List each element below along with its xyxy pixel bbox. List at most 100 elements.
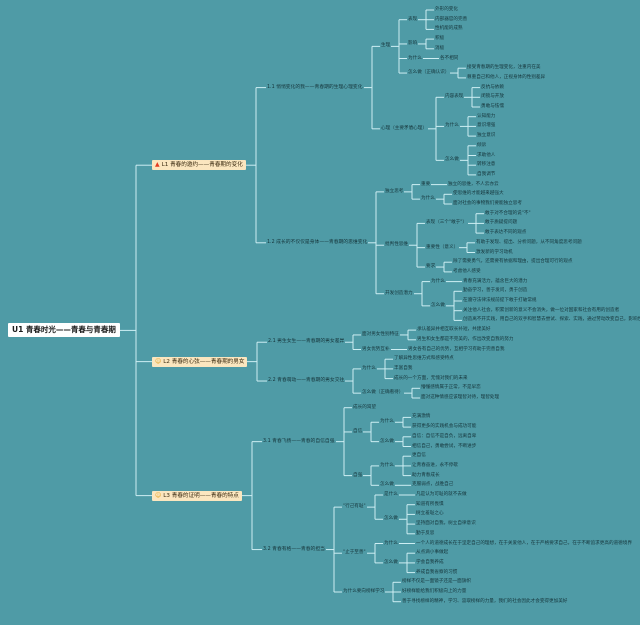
branch-node[interactable]: 生理: [380, 43, 391, 49]
leaf-node[interactable]: 倾诉: [476, 143, 487, 149]
leaf-node[interactable]: 养成自我省察的习惯: [415, 570, 458, 576]
branch-node[interactable]: 男女优势互补: [361, 347, 391, 353]
lesson-node[interactable]: 1.1 悄悄变化的我——青春期的生理心理变化: [266, 85, 364, 91]
leaf-node[interactable]: 求助他人: [476, 153, 496, 159]
leaf-node[interactable]: 独立意识: [476, 133, 496, 139]
branch-node[interactable]: 开发创造潜力: [384, 291, 414, 297]
lesson-node[interactable]: 3.1 青春飞扬——青春的自信自强: [262, 439, 336, 445]
branch-node[interactable]: 怎么做: [383, 516, 399, 522]
leaf-node[interactable]: 承认差异并相互取长补短，共建美好: [416, 327, 492, 333]
leaf-node[interactable]: 使思维的才能越来越强大: [452, 191, 505, 197]
leaf-node[interactable]: 从点滴小事做起: [415, 550, 449, 556]
leaf-node[interactable]: 丰富自我: [393, 366, 413, 372]
branch-node[interactable]: 重要性（意义）: [425, 245, 459, 251]
leaf-node[interactable]: 了解异性思维方式和感受特点: [393, 356, 455, 362]
leaf-node[interactable]: 尊重自己和他人，正视身体的性别差异: [466, 75, 546, 81]
leaf-node[interactable]: 反抗与依赖: [480, 85, 505, 91]
leaf-node[interactable]: 相信自己，勇敢尝试，不断进步: [411, 444, 477, 450]
chapter-node[interactable]: ▲L1 青春的邀约——青春期的变化: [152, 160, 246, 171]
leaf-node[interactable]: 知道有所畏惧: [415, 502, 445, 508]
leaf-node[interactable]: 更自信: [411, 453, 427, 459]
branch-node[interactable]: 为什么: [383, 541, 399, 547]
branch-node[interactable]: 为什么: [444, 123, 460, 129]
branch-node[interactable]: 怎么做: [383, 560, 399, 566]
chapter-node[interactable]: ☺L2 青春的心弦——青春期的男女: [152, 356, 248, 367]
branch-node[interactable]: 表现: [407, 17, 418, 23]
leaf-node[interactable]: 创造离不开实践，用自己的双手和智慧去尝试、探索、实践，通过劳动改变自己，影响世界: [462, 317, 640, 323]
leaf-node[interactable]: 积极: [434, 36, 445, 42]
leaf-node[interactable]: 面对这种情感应该理智对待，理智处理: [420, 395, 500, 401]
branch-node[interactable]: 为什么: [361, 366, 377, 372]
lesson-node[interactable]: 3.2 青春有格——青春的担当: [262, 547, 326, 553]
leaf-node[interactable]: 有助于发现、提出、分析问题，从不同角度思考问题: [475, 240, 583, 246]
branch-node[interactable]: 重要: [420, 182, 431, 188]
leaf-node[interactable]: 认知能力: [476, 114, 496, 120]
leaf-node[interactable]: 助力青春成长: [411, 473, 441, 479]
leaf-node[interactable]: 面对社会的事物我们要能独立思考: [452, 201, 523, 207]
branch-node[interactable]: 为什么: [407, 56, 423, 62]
leaf-node[interactable]: 敢于表达不同的观点: [484, 230, 527, 236]
branch-node[interactable]: 自强: [352, 473, 363, 479]
leaf-node[interactable]: 坚持面对自我，树立自律意识: [415, 521, 477, 527]
branch-node[interactable]: 为什么: [430, 279, 446, 285]
branch-node[interactable]: 怎么做（正确认识）: [407, 70, 450, 76]
leaf-node[interactable]: 获得更多的实践机会与成功可能: [411, 424, 477, 430]
lesson-node[interactable]: 2.2 青春萌动——青春期的男女交往: [267, 378, 345, 384]
branch-node[interactable]: 为什么要向榜样学习: [342, 589, 385, 595]
leaf-node[interactable]: 意识增强: [476, 123, 496, 129]
root-node[interactable]: U1 青春时光——青春与青春期: [8, 323, 120, 338]
branch-node[interactable]: 为什么: [420, 196, 436, 202]
leaf-node[interactable]: 充满激情: [411, 414, 431, 420]
leaf-node[interactable]: 成长的一个方面，无愧对我们的未来: [393, 376, 469, 382]
leaf-node[interactable]: 消极: [434, 46, 445, 52]
chapter-node[interactable]: ☺L3 青春的证明——青春的特点: [152, 490, 242, 501]
branch-node[interactable]: 怎么做: [379, 482, 395, 488]
leaf-node[interactable]: 闭锁与开放: [480, 94, 505, 100]
branch-node[interactable]: 是什么: [383, 492, 399, 498]
branch-node[interactable]: 自信: [352, 429, 363, 435]
leaf-node[interactable]: 让青春奋进，永不停歇: [411, 463, 459, 469]
leaf-node[interactable]: 青春充满活力，蕴含巨大的潜力: [462, 279, 528, 285]
branch-node[interactable]: 独立思考: [384, 189, 404, 195]
branch-node[interactable]: 为什么: [379, 463, 395, 469]
branch-node[interactable]: "止于至善": [342, 550, 367, 556]
leaf-node[interactable]: 学会自我养成: [415, 560, 445, 566]
leaf-node[interactable]: 一个人的道德成长在于坚定自己的理想，在于关爱他人，在于严格要求自己，在于不断追求…: [415, 541, 633, 547]
leaf-node[interactable]: 男生和女生都是不完美的，作出改变自我的努力: [416, 337, 514, 343]
leaf-node[interactable]: 勤于反思: [415, 531, 435, 537]
leaf-node[interactable]: 树立羞耻之心: [415, 511, 445, 517]
leaf-node[interactable]: 外形的变化: [434, 7, 459, 13]
branch-node[interactable]: 怎么做: [430, 303, 446, 309]
leaf-node[interactable]: 凡是认为可耻的就不去做: [415, 492, 468, 498]
leaf-node[interactable]: 好榜样能给我们积极向上的力量: [401, 589, 467, 595]
leaf-node[interactable]: 榜样不仅是一面镜子还是一面旗帜: [401, 579, 472, 585]
leaf-node[interactable]: 内部器官的完善: [434, 17, 468, 23]
leaf-node[interactable]: 勇敢与怯懦: [480, 104, 505, 110]
leaf-node[interactable]: 懵懂感情属于正常，不是早恋: [420, 385, 482, 391]
leaf-node[interactable]: 考虑他人感受: [452, 269, 482, 275]
branch-node[interactable]: 批判性思维: [384, 242, 409, 248]
leaf-node[interactable]: 除了需要勇气，还需要有依据和理由，提出合理可行的观点: [452, 259, 573, 265]
leaf-node[interactable]: 性机能的成熟: [434, 26, 464, 32]
leaf-node[interactable]: 自信：自信不是自负，远离自卑: [411, 434, 477, 440]
leaf-node[interactable]: 激发新的学习动机: [475, 250, 514, 256]
branch-node[interactable]: 怎么做（正确看待）: [361, 390, 404, 396]
branch-node[interactable]: 面对男女性别特征: [361, 332, 400, 338]
lesson-node[interactable]: 1.2 成长的不仅仅是身体——青春期的思维变化: [266, 240, 368, 246]
leaf-node[interactable]: 成长的渴望: [352, 405, 377, 411]
branch-node[interactable]: 怎么做: [444, 157, 460, 163]
leaf-node[interactable]: 在遵守法律法规前提下敢于打破常规: [462, 298, 538, 304]
branch-node[interactable]: 要求: [425, 264, 436, 270]
branch-node[interactable]: "行己有耻": [342, 504, 367, 510]
leaf-node[interactable]: 敢于对不合理的说"不": [484, 211, 532, 217]
branch-node[interactable]: 怎么做: [379, 439, 395, 445]
leaf-node[interactable]: 自我调节: [476, 172, 496, 178]
leaf-node[interactable]: 敢于质疑提问题: [484, 220, 518, 226]
leaf-node[interactable]: 关注他人社会，积累创新的意义不会消失，做一位对国家和社会有用的创造者: [462, 308, 620, 314]
leaf-node[interactable]: 男女各有自己的优势，互相学习有助于完善自我: [407, 347, 505, 353]
leaf-node[interactable]: 善于寻找榜样的精神，学习、汲取榜样的力量，我们的社会因此才会变得更加美好: [401, 599, 568, 605]
leaf-node[interactable]: 接受青春期的生理变化，注重内在美: [466, 65, 542, 71]
leaf-node[interactable]: 勤奋学习，善于发问，勇于创造: [462, 288, 528, 294]
leaf-node[interactable]: 转移注意: [476, 162, 496, 168]
leaf-node[interactable]: 克服弱点，战胜自己: [411, 482, 454, 488]
